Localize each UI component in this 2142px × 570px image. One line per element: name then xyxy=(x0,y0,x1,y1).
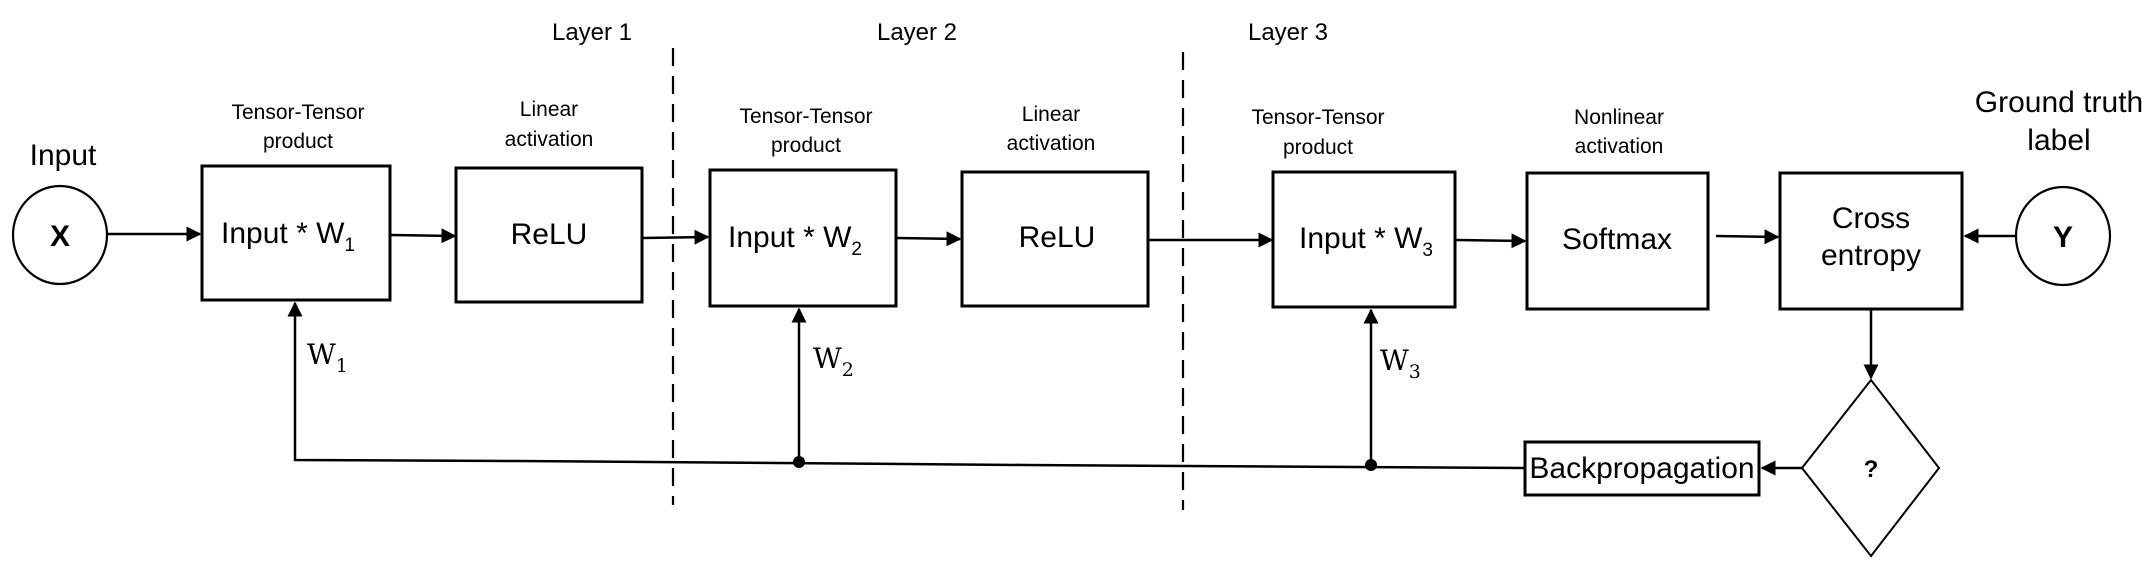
softmax-caption-line1: Nonlinear xyxy=(1574,106,1664,129)
cross-entropy-text-line1: Cross xyxy=(1832,202,1910,235)
matmul2-block xyxy=(708,168,898,308)
relu2-block xyxy=(960,170,1150,308)
cross-entropy-text-line2: entropy xyxy=(1821,239,1921,272)
arrow-matmul2-to-relu2 xyxy=(896,231,962,247)
decision-diamond xyxy=(1800,378,1941,558)
relu1-caption-line1: Linear xyxy=(520,98,578,121)
decision-text: ? xyxy=(1864,456,1879,483)
matmul2-caption-line2: product xyxy=(771,134,841,157)
ground-truth-caption-line1: Ground truth xyxy=(1975,86,2142,119)
relu2-caption-line2: activation xyxy=(1007,132,1096,155)
relu2-caption-line1: Linear xyxy=(1022,103,1080,126)
relu1-text: ReLU xyxy=(511,218,588,251)
feedback-line-w1 xyxy=(287,301,1526,470)
matmul1-block xyxy=(200,164,392,302)
arrow-matmul3-to-softmax xyxy=(1455,233,1527,249)
backpropagation-block xyxy=(1523,440,1761,497)
layer-3-label: Layer 3 xyxy=(1248,19,1328,46)
relu1-block xyxy=(454,166,644,304)
matmul3-text: Input * W3 xyxy=(1299,222,1433,261)
layer-2-label: Layer 2 xyxy=(877,19,957,46)
arrow-matmul1-to-relu1 xyxy=(390,228,457,244)
softmax-block xyxy=(1525,171,1710,311)
softmax-caption-line2: activation xyxy=(1575,135,1664,158)
cross-entropy-block xyxy=(1778,171,1964,311)
matmul1-caption-line2: product xyxy=(263,130,333,153)
relu1-caption-line2: activation xyxy=(505,128,594,151)
weight-label-w1: W1 xyxy=(307,338,348,377)
input-caption: Input xyxy=(30,139,97,172)
ground-truth-caption-line2: label xyxy=(2027,124,2090,157)
matmul2-text: Input * W2 xyxy=(728,221,862,260)
weight-label-w3: W3 xyxy=(1380,344,1421,383)
matmul3-caption-line2: product xyxy=(1283,136,1353,159)
weight-label-w2: W2 xyxy=(813,342,854,381)
arrow-relu1-to-matmul2 xyxy=(642,229,710,245)
matmul1-caption-line1: Tensor-Tensor xyxy=(231,101,364,124)
matmul2-caption-line1: Tensor-Tensor xyxy=(739,105,872,128)
junction-dot-w2 xyxy=(793,456,805,468)
ground-truth-symbol: Y xyxy=(2053,221,2073,254)
matmul1-text: Input * W1 xyxy=(221,217,355,256)
matmul3-block xyxy=(1271,170,1457,309)
backpropagation-text: Backpropagation xyxy=(1529,452,1754,485)
junction-dot-w3 xyxy=(1365,459,1377,471)
matmul3-caption-line1: Tensor-Tensor xyxy=(1251,106,1384,129)
relu2-text: ReLU xyxy=(1019,221,1096,254)
layer-1-label: Layer 1 xyxy=(552,19,632,46)
softmax-text: Softmax xyxy=(1562,223,1672,256)
arrow-softmax-to-loss xyxy=(1715,229,1780,245)
input-symbol: X xyxy=(50,220,70,253)
